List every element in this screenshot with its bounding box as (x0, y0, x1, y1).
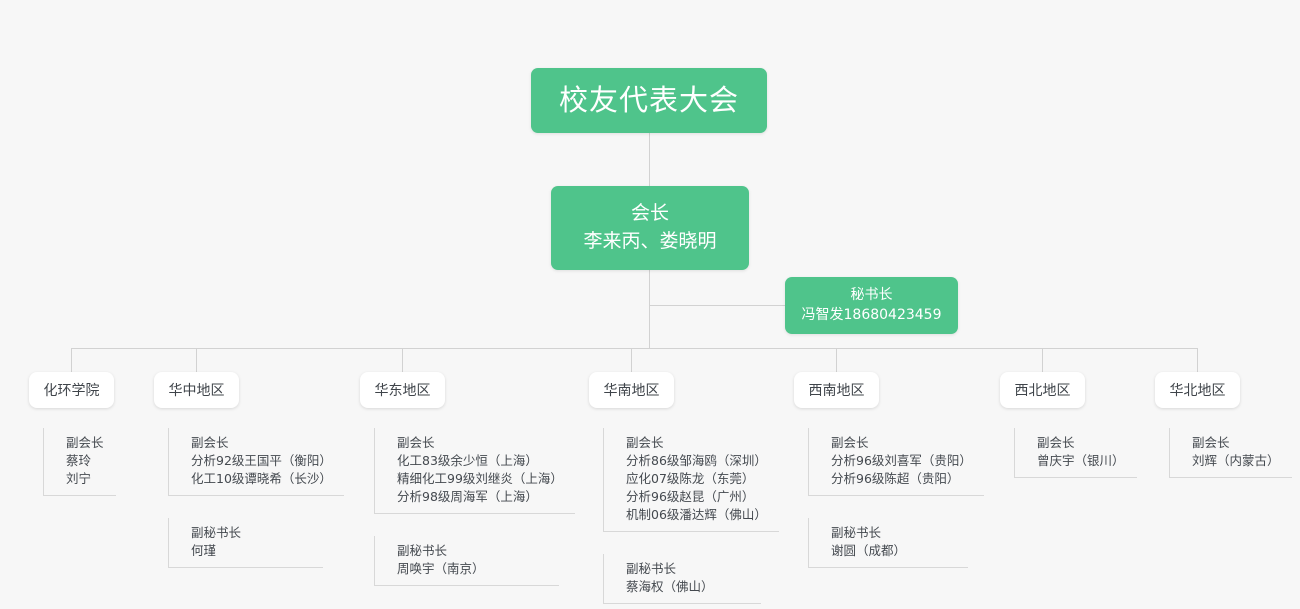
node-secretary-general-names: 冯智发18680423459 (801, 307, 942, 323)
region-label-0: 化环学院 (43, 383, 100, 399)
detail-panel-1-0: 副会长分析92级王国平（衡阳） 化工10级谭晓希（长沙） (168, 428, 344, 496)
detail-panel-1-1: 副秘书长何瑾 (168, 518, 323, 568)
detail-member-0-0-0: 蔡玲 (66, 453, 92, 468)
detail-panel-5-0: 副会长曾庆宇（银川） (1014, 428, 1137, 478)
connector-president-trunk (649, 270, 650, 348)
region-label-4: 西南地区 (808, 383, 865, 399)
node-president-role: 会长 (630, 202, 669, 225)
detail-member-0-0-1: 刘宁 (66, 471, 92, 486)
detail-member-2-0-0: 化工83级余少恒（上海） (397, 453, 538, 468)
detail-panel-2-1: 副秘书长周唤宇（南京） (374, 536, 559, 586)
connector-to-secretary (649, 305, 785, 306)
detail-panel-3-1: 副秘书长蔡海权（佛山） (603, 554, 761, 604)
detail-title-4-0: 副会长 (831, 435, 869, 450)
detail-member-4-0-0: 分析96级刘喜军（贵阳） (831, 453, 972, 468)
detail-member-3-0-3: 机制06级潘达辉（佛山） (626, 507, 767, 522)
detail-panel-4-1: 副秘书长谢圆（成都） (808, 518, 968, 568)
region-box-0[interactable]: 化环学院 (29, 372, 114, 408)
node-secretary-general[interactable]: 秘书长 冯智发18680423459 (785, 277, 958, 334)
detail-member-3-0-0: 分析86级邹海鸥（深圳） (626, 453, 767, 468)
region-label-3: 华南地区 (603, 383, 660, 399)
detail-member-1-1-0: 何瑾 (191, 543, 217, 558)
region-box-1[interactable]: 华中地区 (154, 372, 239, 408)
region-label-5: 西北地区 (1014, 383, 1071, 399)
connector-drop-5 (836, 348, 837, 372)
detail-panel-2-0: 副会长化工83级余少恒（上海） 精细化工99级刘继炎（上海） 分析98级周海军（上海… (374, 428, 575, 514)
detail-title-2-1: 副秘书长 (397, 543, 448, 558)
detail-panel-3-0: 副会长分析86级邹海鸥（深圳） 应化07级陈龙（东莞） 分析96级赵昆（广州） 机制0… (603, 428, 779, 532)
region-box-2[interactable]: 华东地区 (360, 372, 445, 408)
connector-drop-3 (402, 348, 403, 372)
detail-member-3-0-2: 分析96级赵昆（广州） (626, 489, 755, 504)
connector-branch-bus (71, 348, 1198, 349)
detail-title-1-0: 副会长 (191, 435, 229, 450)
node-president-names: 李来丙、娄晓明 (583, 230, 717, 252)
connector-drop-7 (1197, 348, 1198, 372)
region-box-3[interactable]: 华南地区 (589, 372, 674, 408)
connector-drop-4 (631, 348, 632, 372)
detail-member-1-0-0: 分析92级王国平（衡阳） (191, 453, 332, 468)
region-label-6: 华北地区 (1169, 383, 1226, 399)
region-box-5[interactable]: 西北地区 (1000, 372, 1085, 408)
detail-member-2-0-1: 精细化工99级刘继炎（上海） (397, 471, 563, 486)
connector-root-to-president (649, 133, 650, 186)
region-box-6[interactable]: 华北地区 (1155, 372, 1240, 408)
detail-title-4-1: 副秘书长 (831, 525, 882, 540)
node-president[interactable]: 会长 李来丙、娄晓明 (551, 186, 749, 270)
detail-member-2-1-0: 周唤宇（南京） (397, 561, 485, 576)
detail-member-4-1-0: 谢圆（成都） (831, 543, 907, 558)
detail-member-1-0-1: 化工10级谭晓希（长沙） (191, 471, 332, 486)
connector-drop-1 (71, 348, 72, 372)
region-label-2: 华东地区 (374, 383, 431, 399)
region-box-4[interactable]: 西南地区 (794, 372, 879, 408)
detail-member-6-0-0: 刘辉（内蒙古） (1192, 453, 1280, 468)
detail-member-5-0-0: 曾庆宇（银川） (1037, 453, 1125, 468)
detail-member-4-0-1: 分析96级陈超（贵阳） (831, 471, 960, 486)
detail-panel-0-0: 副会长蔡玲刘宁 (43, 428, 116, 496)
detail-title-0-0: 副会长 (66, 435, 104, 450)
node-alumni-congress[interactable]: 校友代表大会 (531, 68, 767, 133)
detail-title-5-0: 副会长 (1037, 435, 1075, 450)
detail-title-6-0: 副会长 (1192, 435, 1230, 450)
detail-title-3-0: 副会长 (626, 435, 664, 450)
detail-member-3-0-1: 应化07级陈龙（东莞） (626, 471, 755, 486)
detail-panel-4-0: 副会长分析96级刘喜军（贵阳） 分析96级陈超（贵阳） (808, 428, 984, 496)
region-label-1: 华中地区 (168, 383, 225, 399)
node-secretary-general-role: 秘书长 (850, 287, 893, 304)
detail-title-1-1: 副秘书长 (191, 525, 242, 540)
detail-member-3-1-0: 蔡海权（佛山） (626, 579, 714, 594)
connector-drop-2 (196, 348, 197, 372)
detail-title-2-0: 副会长 (397, 435, 435, 450)
detail-title-3-1: 副秘书长 (626, 561, 677, 576)
node-alumni-congress-title: 校友代表大会 (558, 82, 739, 117)
connector-drop-6 (1042, 348, 1043, 372)
detail-panel-6-0: 副会长刘辉（内蒙古） (1169, 428, 1292, 478)
detail-member-2-0-2: 分析98级周海军（上海） (397, 489, 538, 504)
